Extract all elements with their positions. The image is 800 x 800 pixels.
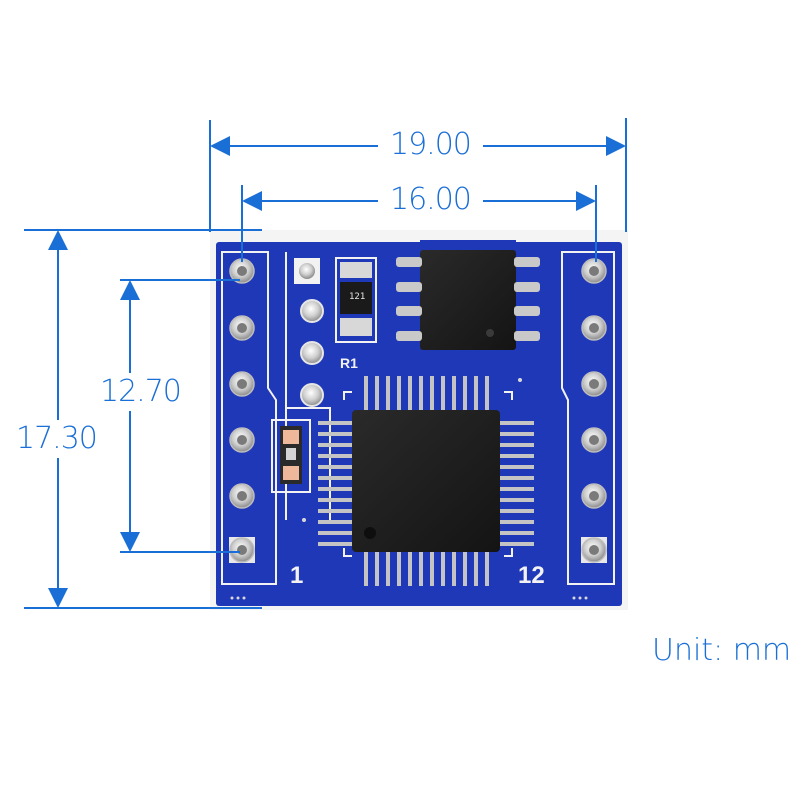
qfp-lead-left [318, 531, 352, 535]
right-pin-5 [581, 483, 607, 509]
qfp-lead-right [500, 443, 534, 447]
sop8-lead-right [514, 257, 540, 267]
board-height-label: 17.30 [14, 420, 99, 458]
right-header-outline [561, 251, 615, 585]
qfp-lead-bottom [397, 552, 401, 586]
right-pin-1 [581, 258, 607, 284]
qfp-lead-bottom [463, 552, 467, 586]
qfp-lead-bottom [419, 552, 423, 586]
sop8-lead-left [396, 331, 422, 341]
qfp-lead-top [397, 376, 401, 410]
sop8-chip [396, 250, 540, 350]
qfp-lead-top [430, 376, 434, 410]
qfp-lead-top [419, 376, 423, 410]
qfp-lead-right [500, 542, 534, 546]
sop8-lead-right [514, 282, 540, 292]
qfp-lead-top [485, 376, 489, 410]
qfp-lead-left [318, 542, 352, 546]
silk-dots [230, 378, 588, 600]
qfp-lead-left [318, 421, 352, 425]
qfp-lead-top [386, 376, 390, 410]
qfp-lead-bottom [375, 552, 379, 586]
qfp-lead-bottom [441, 552, 445, 586]
qfp-lead-bottom [485, 552, 489, 586]
qfp-lead-top [474, 376, 478, 410]
qfp48-chip [318, 376, 534, 586]
qfp-lead-left [318, 520, 352, 524]
qfp-lead-right [500, 432, 534, 436]
qfp-lead-bottom [474, 552, 478, 586]
sop8-lead-left [396, 282, 422, 292]
sop8-lead-left [396, 306, 422, 316]
left-pin-3 [229, 371, 255, 397]
pin-label-first: 1 [290, 562, 304, 589]
qfp-lead-top [364, 376, 368, 410]
right-pin-2 [581, 315, 607, 341]
qfp-lead-top [452, 376, 456, 410]
qfp-lead-right [500, 520, 534, 524]
qfp-lead-right [500, 454, 534, 458]
qfp-lead-bottom [408, 552, 412, 586]
resistor-ref-label: R1 [340, 355, 358, 371]
qfp-lead-left [318, 509, 352, 513]
qfp-lead-top [375, 376, 379, 410]
qfp-lead-left [318, 487, 352, 491]
qfp-lead-right [500, 498, 534, 502]
qfp-lead-right [500, 487, 534, 491]
qfp-lead-top [408, 376, 412, 410]
inner-width-label: 16.00 [378, 185, 483, 215]
pin-span-label: 12.70 [98, 373, 183, 411]
qfp-lead-bottom [386, 552, 390, 586]
qfp-lead-right [500, 421, 534, 425]
qfp-lead-top [463, 376, 467, 410]
right-pin-header [581, 258, 607, 563]
left-pin-5 [229, 483, 255, 509]
left-pin-1 [229, 258, 255, 284]
qfp-lead-left [318, 465, 352, 469]
resistor-r1 [335, 257, 377, 343]
sop8-lead-right [514, 306, 540, 316]
right-pin-6 [581, 537, 607, 563]
qfp-lead-left [318, 498, 352, 502]
qfp-lead-left [318, 443, 352, 447]
resistor-code-label: 121 [349, 292, 366, 302]
unit-label: Unit: mm [652, 633, 792, 668]
left-pin-header [229, 258, 255, 563]
test-pads [294, 258, 324, 407]
left-pin-2 [229, 315, 255, 341]
qfp-lead-right [500, 531, 534, 535]
right-pin-3 [581, 371, 607, 397]
pin-label-last: 12 [518, 562, 545, 589]
qfp-lead-right [500, 476, 534, 480]
left-pin-6 [229, 537, 255, 563]
outer-width-label: 19.00 [378, 130, 483, 160]
qfp-lead-left [318, 432, 352, 436]
qfp-lead-bottom [452, 552, 456, 586]
qfp-lead-bottom [364, 552, 368, 586]
qfp-lead-left [318, 476, 352, 480]
right-pin-4 [581, 427, 607, 453]
qfp-lead-left [318, 454, 352, 458]
dimension-lines [24, 118, 627, 609]
left-header-outline [221, 251, 277, 585]
sop8-lead-left [396, 257, 422, 267]
led [271, 419, 311, 493]
qfp-lead-right [500, 509, 534, 513]
qfp-lead-right [500, 465, 534, 469]
qfp-lead-bottom [430, 552, 434, 586]
sop8-lead-right [514, 331, 540, 341]
qfp-lead-top [441, 376, 445, 410]
left-pin-4 [229, 427, 255, 453]
